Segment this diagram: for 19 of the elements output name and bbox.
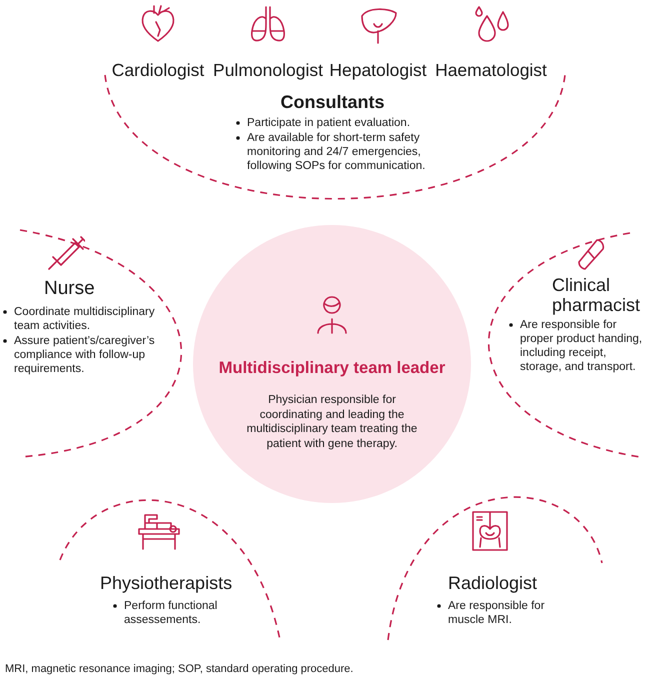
bullet-text: Coordinate multidisciplinary team activities. [14,305,156,333]
bullet-text: Perform functional assessements. [124,599,218,627]
role-heading: Radiologist [448,573,538,594]
bullet-text: Are responsible for proper product handing, including receipt, storage, and transport. [520,318,644,374]
bullet-text: Are available for short-term safety monitoring and 24/7 emergencies, following SOPs for communication. [247,131,426,173]
role-heading: Multidisciplinary team leader [218,359,446,378]
role-heading: Nurse [44,278,96,300]
specialist-name: Pulmonologist [213,60,323,81]
role-heading: Clinical pharmacist [552,275,642,315]
caption-text: MRI, magnetic resonance imaging; SOP, standard operating procedure. [5,663,354,675]
bullet-text: Are responsible for muscle MRI. [448,599,546,627]
bullet-text: Assure patient’s/caregiver’s compliance with follow-up requirements. [14,334,156,376]
specialist-name: Cardiologist [110,60,206,81]
specialist-name: Haematologist [435,60,547,81]
role-heading: Physiotherapists [100,573,234,594]
section-heading: Consultants [279,92,386,113]
bullet-text: Participate in patient evaluation. [247,116,412,130]
specialist-name: Hepatologist [328,60,428,81]
description-text: Physician responsible for coordinating and leading the multidisciplinary team treating the patient with gene therapy. [246,393,418,451]
